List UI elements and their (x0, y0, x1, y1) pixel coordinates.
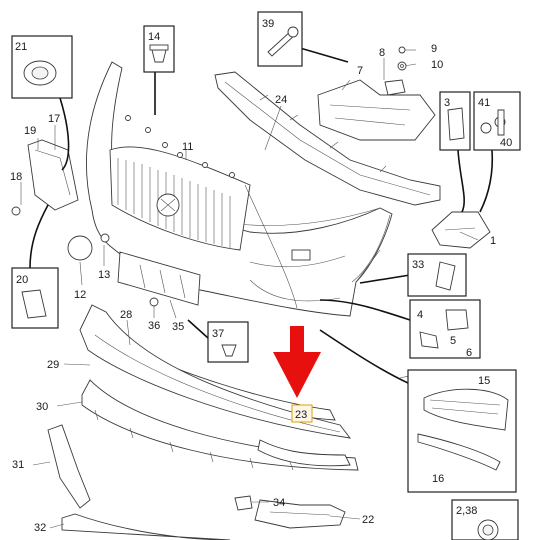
grille-clips (125, 115, 235, 178)
label-36: 36 (148, 320, 160, 332)
label-11: 11 (182, 141, 193, 153)
bottom-strip-32 (61, 513, 231, 540)
label-32: 32 (34, 522, 46, 534)
hardware-9-10 (397, 46, 407, 71)
label-16: 16 (432, 473, 444, 485)
label-2-38: 2,38 (456, 505, 477, 517)
label-19: 19 (24, 125, 36, 137)
box-4-5-6 (409, 299, 481, 359)
side-bracket (431, 211, 491, 249)
label-14: 14 (148, 31, 160, 43)
box-39 (257, 11, 303, 67)
tow-cover-and-clip (67, 233, 110, 261)
left-side-panel (11, 139, 79, 216)
label-17: 17 (48, 113, 60, 125)
label-18: 18 (10, 171, 22, 183)
mounting-bracket (317, 79, 436, 141)
label-5: 5 (450, 335, 456, 347)
label-28: 28 (120, 309, 132, 321)
bumper-reinforcement (214, 71, 441, 206)
box-33 (407, 253, 467, 297)
box-3 (439, 91, 471, 151)
clip-34 (234, 495, 253, 511)
box-15-16 (407, 369, 517, 493)
label-9: 9 (431, 43, 437, 55)
label-40: 40 (500, 137, 512, 149)
label-15: 15 (478, 375, 490, 387)
label-23: 23 (295, 409, 307, 421)
label-33: 33 (412, 259, 424, 271)
callout-labels: 21 14 39 8 9 10 7 24 3 41 40 19 17 11 18… (10, 18, 512, 534)
label-34: 34 (273, 497, 285, 509)
box-41-40 (473, 91, 521, 151)
label-39: 39 (262, 18, 274, 30)
box-2-38 (451, 499, 519, 540)
label-35: 35 (172, 321, 184, 333)
box-pointers (29, 47, 494, 384)
skid-plate-22 (254, 499, 346, 529)
red-arrow (273, 326, 321, 398)
highlight-23 (291, 404, 313, 423)
label-1: 1 (490, 235, 496, 247)
label-31: 31 (12, 459, 24, 471)
part-23 (257, 439, 351, 467)
label-22: 22 (362, 514, 374, 526)
box-20 (11, 267, 59, 329)
label-10: 10 (431, 59, 443, 71)
label-21: 21 (15, 41, 27, 53)
label-29: 29 (47, 359, 59, 371)
label-8: 8 (379, 47, 385, 59)
label-41: 41 (478, 97, 490, 109)
label-24: 24 (275, 94, 287, 106)
label-30: 30 (36, 401, 48, 413)
label-37: 37 (212, 328, 224, 340)
lower-cover (79, 304, 352, 439)
label-12: 12 (74, 289, 86, 301)
box-21 (11, 35, 73, 99)
box-37 (207, 321, 249, 363)
side-trim-31 (47, 424, 91, 509)
label-13: 13 (98, 269, 110, 281)
label-6: 6 (466, 347, 472, 359)
box-14 (143, 25, 175, 73)
label-4: 4 (417, 309, 423, 321)
label-7: 7 (357, 65, 363, 77)
license-plate-holder (117, 251, 201, 307)
label-3: 3 (444, 97, 450, 109)
label-20: 20 (16, 274, 28, 286)
front-grille (109, 146, 251, 251)
